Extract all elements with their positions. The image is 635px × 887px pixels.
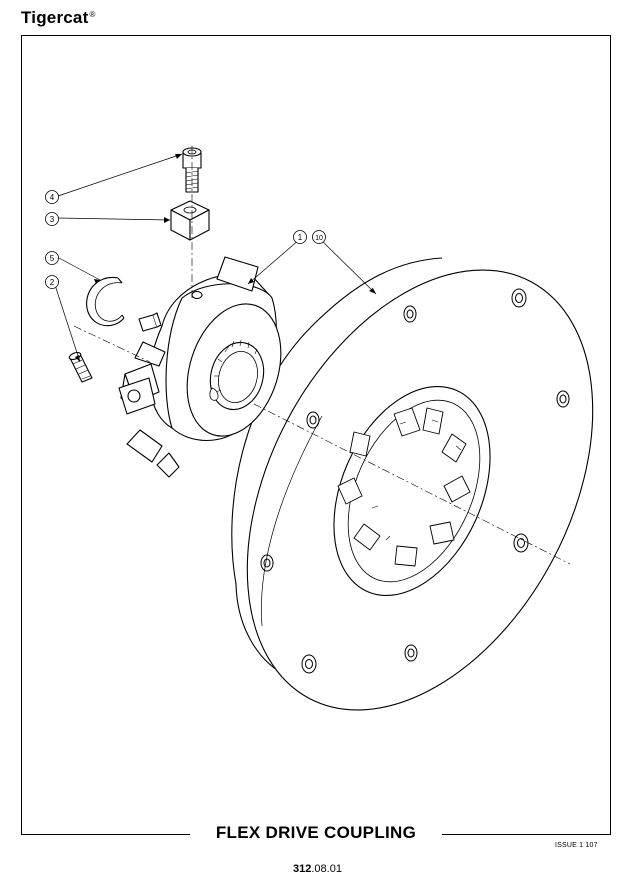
- brand-logo: Tigercat®: [21, 8, 95, 28]
- svg-text:1: 1: [298, 233, 303, 242]
- page-title: FLEX DRIVE COUPLING: [215, 823, 417, 842]
- issue-number: ISSUE 1 107: [555, 842, 598, 849]
- callout-10: 10: [312, 230, 326, 244]
- leader-lines: [53, 153, 377, 363]
- callout-1: 1: [293, 230, 307, 244]
- callout-3: 3: [45, 212, 59, 226]
- brand-name: Tigercat: [21, 8, 89, 27]
- callout-2: 2: [45, 275, 59, 289]
- page-number: 312.08.01: [0, 863, 635, 875]
- title-gap: [190, 826, 442, 840]
- coupling-hub: [118, 256, 282, 478]
- callout-5: 5: [45, 251, 59, 265]
- svg-text:2: 2: [50, 278, 55, 287]
- centre-lines: [73, 146, 571, 565]
- svg-text:4: 4: [50, 193, 55, 202]
- svg-text:3: 3: [50, 215, 55, 224]
- registered-mark: ®: [89, 10, 96, 19]
- svg-text:5: 5: [50, 254, 55, 263]
- set-screw: [68, 351, 93, 383]
- flex-plate: [231, 257, 594, 711]
- svg-text:10: 10: [315, 235, 323, 242]
- page-number-rest: .08.01: [311, 863, 342, 875]
- exploded-parts-drawing: 4 3 5 2 1 10: [45, 146, 594, 711]
- square-block: [170, 200, 210, 241]
- callouts: 4 3 5 2 1 10: [45, 190, 326, 289]
- retaining-ring: [86, 276, 125, 327]
- callout-4: 4: [45, 190, 59, 204]
- page-number-section: 312: [293, 863, 312, 875]
